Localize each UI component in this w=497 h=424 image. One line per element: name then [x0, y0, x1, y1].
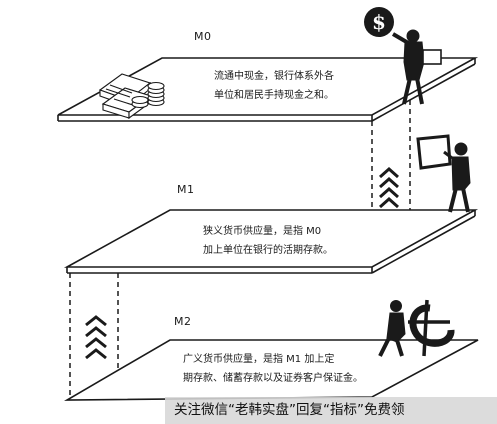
description-line: 加上单位在银行的活期存款。: [203, 245, 333, 256]
description-line: 流通中现金，银行体系外各: [214, 71, 334, 82]
level-description-m2: 广义货币供应量，是指 M1 加上定 期存款、储蓄存款以及证券客户保证金。: [183, 350, 363, 388]
person-icon: [416, 134, 471, 213]
level-description-m0: 流通中现金，银行体系外各 单位和居民手持现金之和。: [214, 67, 334, 105]
level-label-m0: M0: [194, 30, 212, 43]
description-line: 狭义货币供应量，是指 M0: [203, 226, 322, 237]
description-line: 期存款、储蓄存款以及证券客户保证金。: [183, 373, 363, 384]
description-line: 广义货币供应量，是指 M1 加上定: [183, 354, 335, 365]
description-line: 单位和居民手持现金之和。: [214, 90, 334, 101]
chevron-up-icon: [379, 166, 399, 209]
level-description-m1: 狭义货币供应量，是指 M0 加上单位在银行的活期存款。: [203, 222, 333, 260]
person-icon: [378, 299, 455, 357]
person-icon: [391, 29, 442, 105]
connector-m0-m1: [371, 100, 411, 210]
level-label-m1: M1: [177, 183, 195, 196]
chevron-up-icon: [85, 315, 107, 360]
svg-text:$: $: [372, 10, 386, 34]
connector-m1-m2: [69, 273, 119, 400]
level-label-m2: M2: [174, 315, 192, 328]
dollar-coin-icon: $: [364, 7, 394, 37]
watermark-banner: 关注微信“老韩实盘”回复“指标”免费领: [165, 397, 497, 424]
banknote-stack-icon: [98, 73, 165, 120]
